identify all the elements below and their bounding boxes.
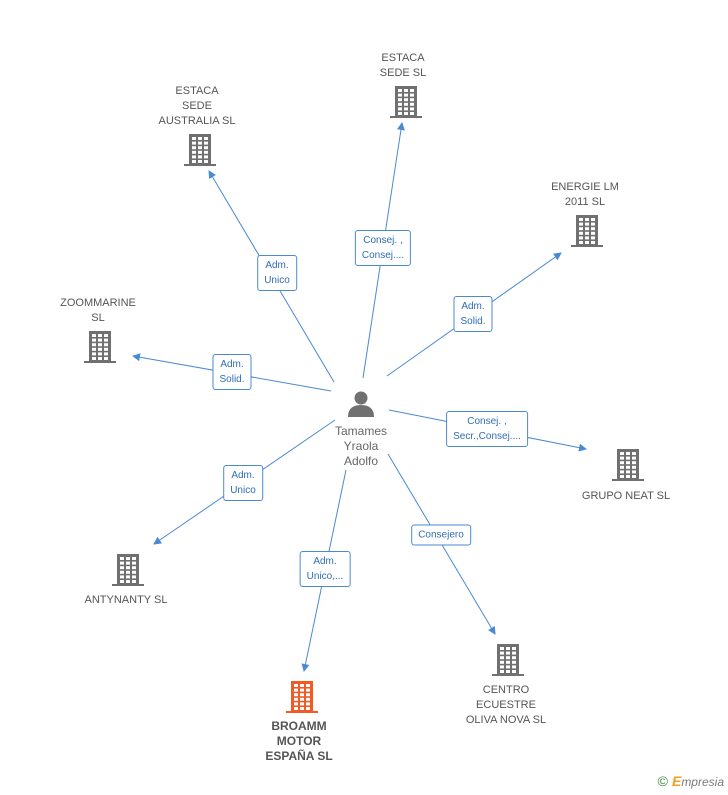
role-label-estaca-sede-australia[interactable]: Adm. Unico [257, 255, 297, 291]
role-label-broamm[interactable]: Adm. Unico,... [299, 551, 351, 587]
brand-name: mpresia [681, 775, 724, 789]
company-name-centro-ecuestre[interactable]: CENTRO ECUESTRE OLIVA NOVA SL [465, 684, 547, 726]
building-icon-grupo-neat[interactable] [612, 449, 644, 481]
role-label-grupo-neat[interactable]: Consej. , Secr.,Consej.... [446, 411, 528, 447]
company-name-antynanty[interactable]: ANTYNANTY SL [84, 594, 168, 606]
role-label-zoommarine[interactable]: Adm. Solid. [212, 354, 252, 390]
company-name-grupo-neat[interactable]: GRUPO NEAT SL [581, 490, 671, 502]
brand-initial: E [671, 773, 682, 789]
role-label-estaca-sede[interactable]: Consej. , Consej.... [354, 230, 412, 266]
role-label-energie-lm[interactable]: Adm. Solid. [453, 296, 493, 332]
role-label-centro-ecuestre[interactable]: Consejero [411, 524, 471, 546]
company-name-energie-lm[interactable]: ENERGIE LM 2011 SL [551, 181, 619, 208]
footer-brand: ©Empresia [658, 773, 724, 789]
building-icon-zoommarine[interactable] [84, 331, 116, 363]
role-label-antynanty[interactable]: Adm. Unico [223, 465, 263, 501]
building-icon-broamm[interactable] [286, 681, 318, 713]
copyright-icon: © [657, 773, 668, 789]
company-name-estaca-sede[interactable]: ESTACA SEDE SL [379, 52, 427, 79]
building-icon-estaca-sede-australia[interactable] [184, 134, 216, 166]
building-icon-centro-ecuestre[interactable] [492, 644, 524, 676]
company-name-broamm[interactable]: BROAMM MOTOR ESPAÑA SL [265, 719, 333, 763]
person-icon[interactable] [348, 391, 374, 418]
company-name-zoommarine[interactable]: ZOOMMARINE SL [60, 297, 136, 324]
person-name[interactable]: Tamames Yraola Adolfo [334, 424, 388, 468]
company-name-estaca-sede-australia[interactable]: ESTACA SEDE AUSTRALIA SL [158, 85, 236, 127]
building-icon-energie-lm[interactable] [571, 215, 603, 247]
building-icon-antynanty[interactable] [112, 554, 144, 586]
building-icon-estaca-sede[interactable] [390, 86, 422, 118]
